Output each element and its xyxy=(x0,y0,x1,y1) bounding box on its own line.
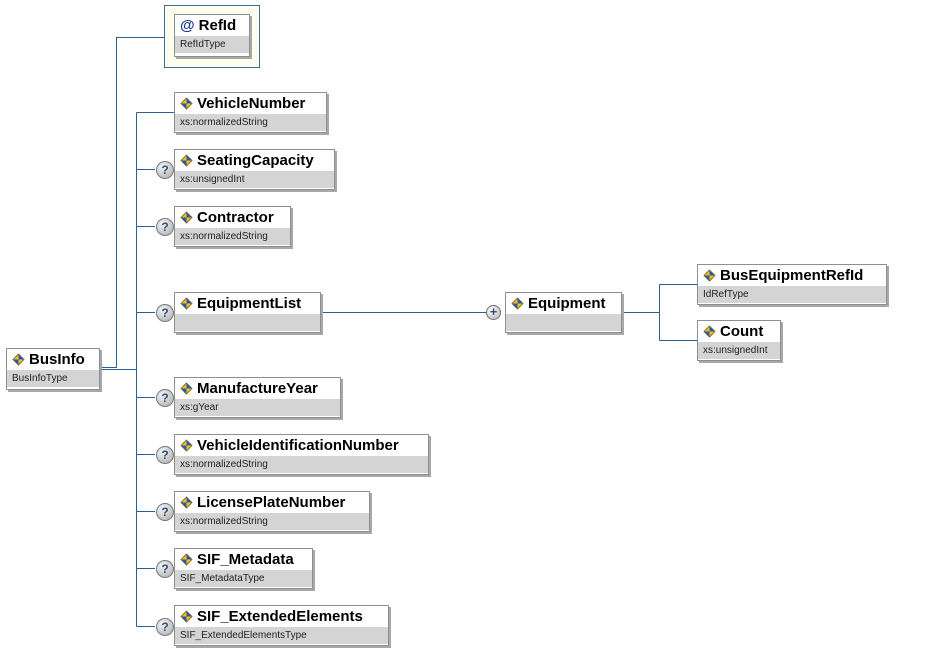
element-name: LicensePlateNumber xyxy=(197,494,346,511)
attribute-name: RefId xyxy=(198,17,237,34)
attribute-type: RefIdType xyxy=(175,36,249,53)
element-contractor[interactable]: Contractor xs:normalizedString xyxy=(174,206,291,247)
element-name: VehicleIdentificationNumber xyxy=(197,437,399,454)
element-seatingcapacity[interactable]: SeatingCapacity xs:unsignedInt xyxy=(174,149,335,190)
element-icon xyxy=(180,439,193,452)
element-type: SIF_MetadataType xyxy=(175,570,312,587)
element-sif-metadata[interactable]: SIF_Metadata SIF_MetadataType xyxy=(174,548,313,589)
element-type: SIF_ExtendedElementsType xyxy=(175,627,388,644)
element-name: EquipmentList xyxy=(197,295,302,312)
optional-icon: ? xyxy=(156,446,174,464)
element-icon xyxy=(511,297,524,310)
element-icon xyxy=(180,297,193,310)
optional-icon: ? xyxy=(156,304,174,322)
element-name: VehicleNumber xyxy=(197,95,306,112)
element-icon xyxy=(180,553,193,566)
element-name: ManufactureYear xyxy=(197,380,318,397)
element-type: xs:normalizedString xyxy=(175,456,428,473)
optional-icon: ? xyxy=(156,618,174,636)
element-type: xs:gYear xyxy=(175,399,340,416)
attribute-refid[interactable]: @ RefId RefIdType xyxy=(174,14,250,57)
element-sif-extendedelements[interactable]: SIF_ExtendedElements SIF_ExtendedElement… xyxy=(174,605,389,646)
element-name: BusInfo xyxy=(29,351,85,368)
element-type: IdRefType xyxy=(698,286,886,303)
element-name: SIF_Metadata xyxy=(197,551,294,568)
element-equipment[interactable]: Equipment xyxy=(505,292,622,333)
element-name: SIF_ExtendedElements xyxy=(197,608,363,625)
optional-icon: ? xyxy=(156,560,174,578)
element-icon xyxy=(180,154,193,167)
element-icon xyxy=(180,610,193,623)
element-vehicleidentificationnumber[interactable]: VehicleIdentificationNumber xs:normalize… xyxy=(174,434,429,475)
element-type: xs:normalizedString xyxy=(175,513,369,530)
element-type: xs:unsignedInt xyxy=(175,171,334,188)
element-type xyxy=(506,314,621,331)
element-type: xs:normalizedString xyxy=(175,114,326,131)
element-icon xyxy=(180,496,193,509)
element-vehiclenumber[interactable]: VehicleNumber xs:normalizedString xyxy=(174,92,327,133)
optional-icon: ? xyxy=(156,218,174,236)
optional-icon: ? xyxy=(156,389,174,407)
element-name: Count xyxy=(720,323,764,340)
element-icon xyxy=(180,211,193,224)
element-businfo[interactable]: BusInfo BusInfoType xyxy=(6,348,100,390)
expand-plus-icon[interactable]: + xyxy=(486,305,501,320)
element-name: Contractor xyxy=(197,209,274,226)
element-icon xyxy=(180,382,193,395)
at-sign-icon: @ xyxy=(180,17,195,34)
element-icon xyxy=(12,353,25,366)
element-count[interactable]: Count xs:unsignedInt xyxy=(697,320,781,361)
element-name: SeatingCapacity xyxy=(197,152,314,169)
element-type xyxy=(175,314,320,331)
element-type: xs:unsignedInt xyxy=(698,342,780,359)
element-icon xyxy=(703,269,716,282)
element-type: BusInfoType xyxy=(7,370,99,387)
element-busequipmentrefid[interactable]: BusEquipmentRefId IdRefType xyxy=(697,264,887,305)
element-licenseplatenumber[interactable]: LicensePlateNumber xs:normalizedString xyxy=(174,491,370,532)
element-type: xs:normalizedString xyxy=(175,228,290,245)
element-icon xyxy=(180,97,193,110)
root-to-attribute xyxy=(100,37,165,368)
element-manufactureyear[interactable]: ManufactureYear xs:gYear xyxy=(174,377,341,418)
element-name: Equipment xyxy=(528,295,606,312)
element-icon xyxy=(703,325,716,338)
optional-icon: ? xyxy=(156,161,174,179)
element-name: BusEquipmentRefId xyxy=(720,267,864,284)
optional-icon: ? xyxy=(156,503,174,521)
element-equipmentlist[interactable]: EquipmentList xyxy=(174,292,321,333)
